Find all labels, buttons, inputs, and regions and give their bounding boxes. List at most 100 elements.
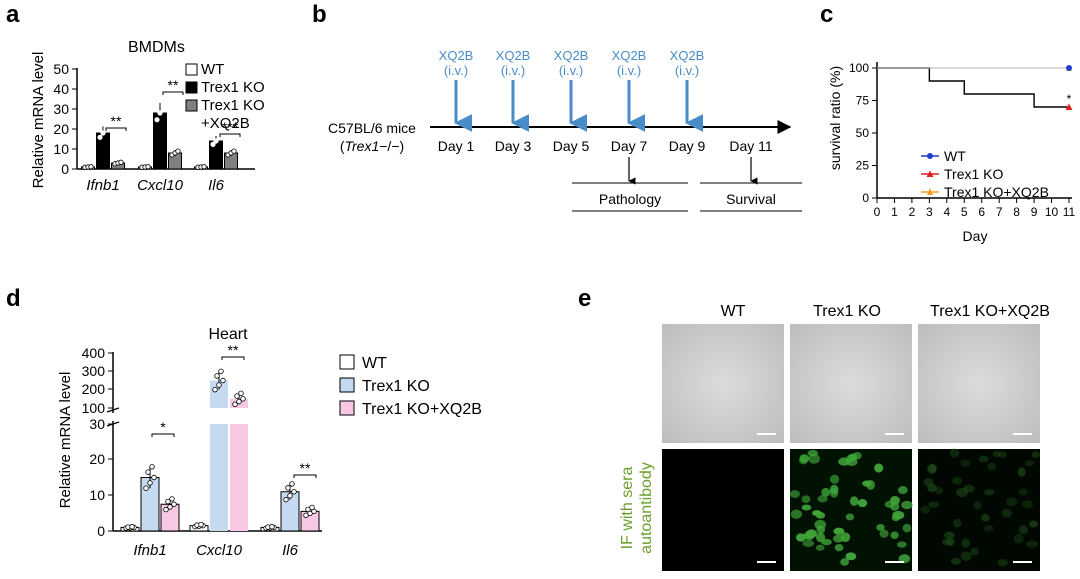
panel-d-xlabels: Ifnb1 Cxcl10 Il6 xyxy=(133,542,298,559)
panel-d-legend: WT Trex1 KO Trex1 KO+XQ2B xyxy=(339,354,482,418)
legend-label: WT xyxy=(944,148,966,164)
y-tick: 10 xyxy=(89,487,105,503)
legend-swatch-ko-xq2b xyxy=(185,99,198,112)
data-point xyxy=(143,485,149,491)
data-point xyxy=(157,110,163,116)
panel-d-yticks: 0 10 20 30 100 200 300 400 xyxy=(82,345,113,539)
nucleus xyxy=(829,474,840,484)
nucleus xyxy=(799,457,808,465)
data-point xyxy=(100,130,106,136)
nucleus xyxy=(983,525,994,532)
y-tick: 50 xyxy=(856,126,870,140)
timeline-days: Day 1 Day 3 Day 5 Day 7 Day 9 Day 11 xyxy=(438,138,773,154)
nucleus xyxy=(1024,460,1035,467)
x-category-label: Cxcl10 xyxy=(196,542,243,559)
panel-d-bars xyxy=(120,368,320,532)
data-point xyxy=(147,480,153,486)
legend-swatch-ko xyxy=(339,377,355,393)
x-tick: 2 xyxy=(909,205,916,219)
panel-c-survival-curves xyxy=(877,65,1073,110)
injection-day1: XQ2B (i.v.) xyxy=(439,48,473,132)
nucleus xyxy=(949,448,960,458)
day-label: Day 11 xyxy=(729,138,773,154)
data-point xyxy=(283,496,289,503)
nucleus xyxy=(901,500,913,510)
nucleus xyxy=(845,552,857,561)
nucleus xyxy=(998,451,1008,458)
legend-swatch-ko xyxy=(185,81,198,94)
legend-label: +XQ2B xyxy=(201,115,250,132)
if-nuclei-ko xyxy=(789,449,913,566)
nucleus xyxy=(981,513,990,522)
brightfield-image-ko xyxy=(790,324,912,443)
nucleus xyxy=(833,527,845,535)
nucleus xyxy=(973,501,982,510)
injection-route: (i.v.) xyxy=(675,63,699,78)
nucleus xyxy=(838,457,851,466)
sig-label: ** xyxy=(111,113,122,129)
nucleus xyxy=(789,490,800,498)
panel-letter-a: a xyxy=(6,1,20,28)
data-point xyxy=(289,481,295,487)
nucleus xyxy=(801,504,812,511)
nucleus xyxy=(934,486,943,495)
sig-label: * xyxy=(160,419,166,435)
y-tick: 0 xyxy=(97,523,105,539)
data-point xyxy=(145,164,151,170)
x-category-label: Ifnb1 xyxy=(133,542,166,559)
nucleus xyxy=(923,478,934,487)
legend-label: Trex1 KO+XQ2B xyxy=(362,401,482,418)
data-point xyxy=(232,401,238,408)
panel-e: e WT Trex1 KO Trex1 KO+XQ2B IF with sera… xyxy=(578,285,1050,571)
endpoint-marker xyxy=(1065,103,1073,110)
legend-swatch-wt xyxy=(185,63,198,76)
nucleus xyxy=(953,518,962,528)
bar-trex1-ko-cxcl10 xyxy=(210,424,228,531)
nucleus xyxy=(898,554,911,564)
y-tick: 75 xyxy=(856,94,870,108)
nucleus xyxy=(840,558,850,566)
injection-day9: XQ2B (i.v.) xyxy=(670,48,705,132)
data-point xyxy=(216,135,222,141)
data-point xyxy=(210,141,216,147)
nucleus xyxy=(857,499,868,508)
nucleus xyxy=(834,543,844,552)
panel-a-ylabel: Relative mRNA level xyxy=(30,52,47,189)
y-tick: 20 xyxy=(53,121,69,137)
nucleus xyxy=(849,496,859,506)
data-point xyxy=(285,485,291,491)
x-tick: 7 xyxy=(996,205,1003,219)
panel-a-legend: WT Trex1 KO Trex1 KO +XQ2B xyxy=(185,61,265,132)
nucleus xyxy=(876,523,885,531)
row-label: IF with sera autoantibody xyxy=(619,462,655,554)
legend-marker-wt xyxy=(927,153,933,159)
scale-bars xyxy=(757,433,1032,563)
legend-label: Trex1 KO xyxy=(944,166,1003,182)
panel-letter-d: d xyxy=(6,285,21,312)
panel-c-legend: WT Trex1 KO Trex1 KO+XQ2B xyxy=(921,148,1049,200)
data-point xyxy=(236,398,242,405)
data-point xyxy=(238,390,244,397)
y-tick: 50 xyxy=(53,61,69,77)
brightfield-image-wt xyxy=(662,324,784,443)
nucleus xyxy=(845,513,855,521)
sig-label: * xyxy=(1067,92,1072,106)
y-tick: 30 xyxy=(89,416,105,432)
injection-drug: XQ2B xyxy=(670,48,705,63)
y-tick: 20 xyxy=(89,451,105,467)
data-point xyxy=(212,386,218,393)
injection-drug: XQ2B xyxy=(612,48,647,63)
nucleus xyxy=(874,463,884,473)
nucleus xyxy=(1029,520,1039,528)
nucleus xyxy=(1018,488,1028,496)
y-tick: 200 xyxy=(82,381,106,397)
panel-letter-e: e xyxy=(578,285,591,312)
column-label: Trex1 KO xyxy=(813,303,881,320)
panel-a: a BMDMs Relative mRNA level 0 10 20 30 4… xyxy=(6,1,265,194)
nucleus xyxy=(960,551,972,562)
data-point xyxy=(167,504,173,510)
day-label: Day 1 xyxy=(438,138,475,154)
y-tick: 100 xyxy=(849,61,869,75)
